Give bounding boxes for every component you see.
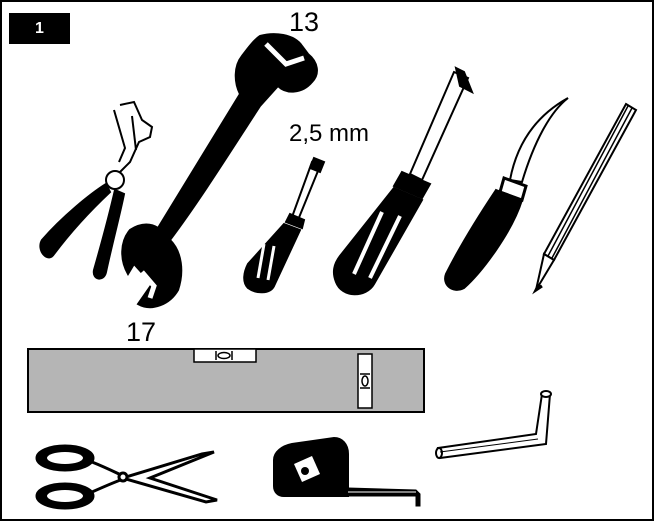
wire-stripper-pliers-icon <box>39 100 154 280</box>
step-number: 1 <box>35 19 44 37</box>
scissors-icon <box>35 444 218 510</box>
phillips-screwdriver-icon <box>332 66 474 296</box>
wrench-size-label: 13 <box>289 7 320 37</box>
pencil-icon <box>532 102 638 295</box>
tape-measure-icon <box>273 436 421 507</box>
small-screwdriver-icon <box>243 156 326 294</box>
electrician-knife-icon <box>444 97 569 291</box>
step-number-badge: 1 <box>9 13 70 44</box>
level-size-label: 17 <box>126 317 157 347</box>
allen-key-icon <box>435 390 552 460</box>
open-end-wrench-icon <box>121 33 318 309</box>
spirit-level-icon <box>27 348 425 413</box>
screwdriver-size-label: 2,5 mm <box>289 120 370 147</box>
